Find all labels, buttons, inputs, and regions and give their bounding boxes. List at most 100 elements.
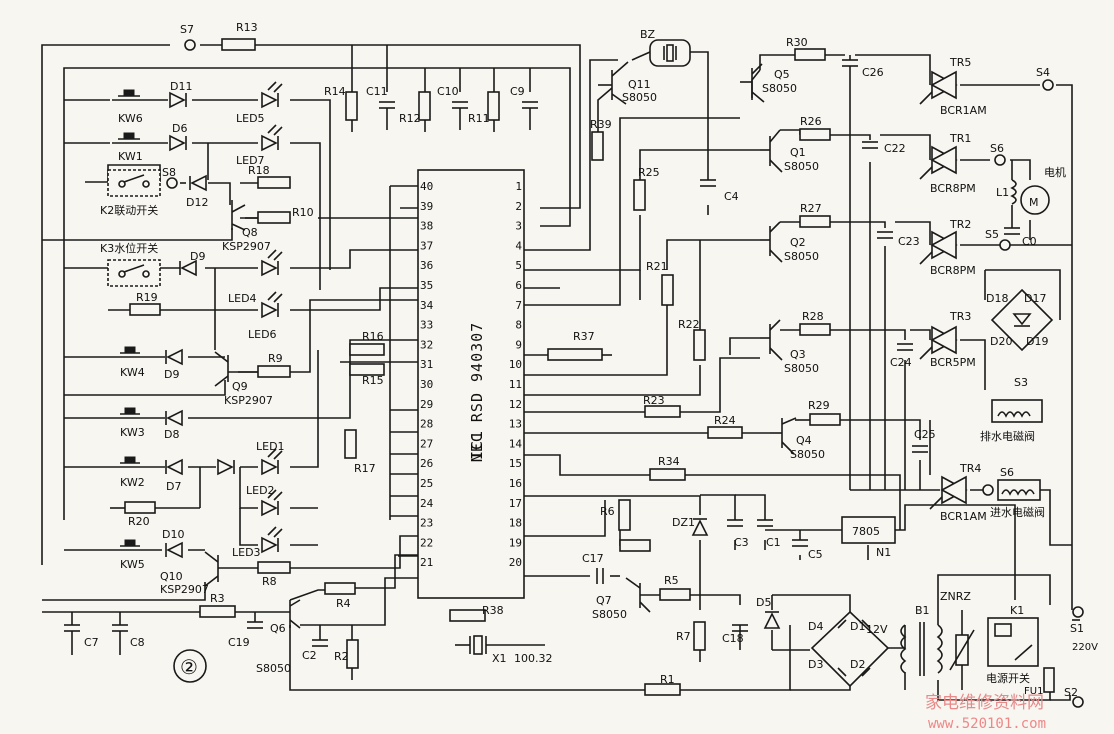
label-d11: D11 [170, 80, 192, 93]
label-kw6: KW6 [118, 112, 143, 125]
label-q1: Q1 [790, 146, 806, 159]
ic1-pin-7: 7 [515, 299, 522, 312]
capacitor-c7 [64, 624, 80, 655]
capacitor-c23 [877, 231, 893, 239]
label-r17: R17 [354, 462, 376, 475]
resistor-r39 [591, 131, 604, 161]
diode-d7 [165, 458, 183, 476]
inductor-l1 [1010, 179, 1017, 205]
diode-d6 [169, 134, 187, 152]
transistor-q2 [760, 221, 783, 263]
transistor-q6 [268, 599, 301, 629]
label-c5: C5 [808, 548, 823, 561]
label-q10: Q10 [160, 570, 183, 583]
label-r37: R37 [573, 330, 595, 343]
label-r34: R34 [658, 455, 680, 468]
label-r39: R39 [590, 118, 612, 131]
label-c0: C0 [1022, 235, 1037, 248]
label-r11: R11 [468, 112, 490, 125]
ic1-pin-35: 35 [420, 279, 433, 292]
ic1-part: NEC RSD 940307 [468, 322, 486, 462]
resistor-r3 [199, 605, 236, 618]
led-led3 [261, 526, 283, 554]
transistor-q10 [204, 551, 219, 587]
label-led5: LED5 [236, 112, 265, 125]
label-drain-valve: 排水电磁阀 [980, 429, 1035, 443]
label-power-switch: 电源开关 [986, 671, 1030, 685]
ic1-pin-4: 4 [515, 239, 522, 252]
label-q5: Q5 [774, 68, 790, 81]
ic1-pin-11: 11 [509, 378, 522, 391]
transistor-q11 [598, 61, 629, 105]
diode-d10 [165, 541, 183, 559]
label-d7: D7 [166, 480, 181, 493]
ic1-pin-9: 9 [515, 338, 522, 351]
label-c18: C18 [722, 632, 744, 645]
resistor-r34 [649, 468, 686, 481]
label-r4: R4 [336, 597, 351, 610]
label-d9-top: D9 [190, 250, 205, 263]
label-tr3-type: BCR5PM [930, 356, 976, 369]
capacitor-c9 [522, 101, 538, 130]
resistor-r13 [221, 38, 256, 51]
label-d2: D2 [850, 658, 865, 671]
label-tr5: TR5 [949, 56, 971, 69]
resistor-r11 [487, 91, 500, 121]
label-r19: R19 [136, 291, 158, 304]
terminal-s6-bottom [982, 484, 994, 496]
transistor-q5 [740, 63, 765, 103]
label-motor: 电机 [1044, 165, 1066, 179]
resistor-r9 [257, 365, 291, 378]
label-r30: R30 [786, 36, 808, 49]
capacitor-c19 [247, 621, 263, 629]
resistor-r38 [449, 609, 486, 622]
ic1-pin-8: 8 [515, 319, 522, 332]
ic1-pin-14: 14 [509, 437, 523, 450]
label-r8: R8 [262, 575, 277, 588]
terminal-s7 [184, 39, 196, 51]
ic1-pin-20: 20 [509, 556, 522, 569]
ic1-pin-12: 12 [509, 398, 522, 411]
led-led5 [261, 81, 283, 109]
led-led2 [261, 489, 283, 517]
ic1-pin-3: 3 [515, 220, 522, 233]
resistor-r1 [619, 539, 651, 552]
label-led3: LED3 [232, 546, 261, 559]
label-r16: R16 [362, 330, 384, 343]
triac-tr3 [919, 325, 958, 360]
switch-k3 [107, 259, 161, 287]
label-c9: C9 [510, 85, 525, 98]
ic1-pin-5: 5 [515, 259, 522, 272]
resistors: R13 R18 R10 R19 R9 R16 R15 R20 R8 R3 R4 … [124, 21, 841, 696]
label-c17: C17 [582, 552, 604, 565]
label-r1: R1 [660, 673, 675, 686]
ic1-pin-18: 18 [509, 517, 522, 530]
key-kw1 [112, 132, 145, 144]
transistors: Q8 KSP2907 Q9 KSP2907 Q10 KSP2907 Q6 S80… [160, 61, 825, 675]
diode-d12 [189, 174, 207, 192]
diode-d5 [763, 611, 781, 629]
key-kw6 [112, 89, 145, 101]
label-c10: C10 [437, 85, 459, 98]
resistor-r37 [547, 348, 603, 361]
label-k2: K2联动开关 [100, 203, 158, 217]
ic1-pin-15: 15 [509, 457, 522, 470]
led-led6 [261, 291, 283, 319]
ic1-pin-36: 36 [420, 259, 433, 272]
label-d4: D4 [808, 620, 823, 633]
ic1-pin-26: 26 [420, 457, 433, 470]
label-d8: D8 [164, 428, 179, 441]
led-led7 [261, 124, 283, 152]
resistor-r22 [693, 329, 706, 361]
triac-tr1 [919, 145, 958, 180]
label-s2: S2 [1064, 686, 1078, 699]
label-s6-top: S6 [990, 142, 1004, 155]
resistor-r6 [618, 499, 631, 531]
label-c19: C19 [228, 636, 250, 649]
ic1-pin-25: 25 [420, 477, 433, 490]
label-tr5-type: BCR1AM [940, 104, 987, 117]
diode-d8 [165, 409, 183, 427]
ic1-pin-22: 22 [420, 536, 433, 549]
label-q2-type: S8050 [784, 250, 819, 263]
resistor-r27 [799, 215, 831, 228]
